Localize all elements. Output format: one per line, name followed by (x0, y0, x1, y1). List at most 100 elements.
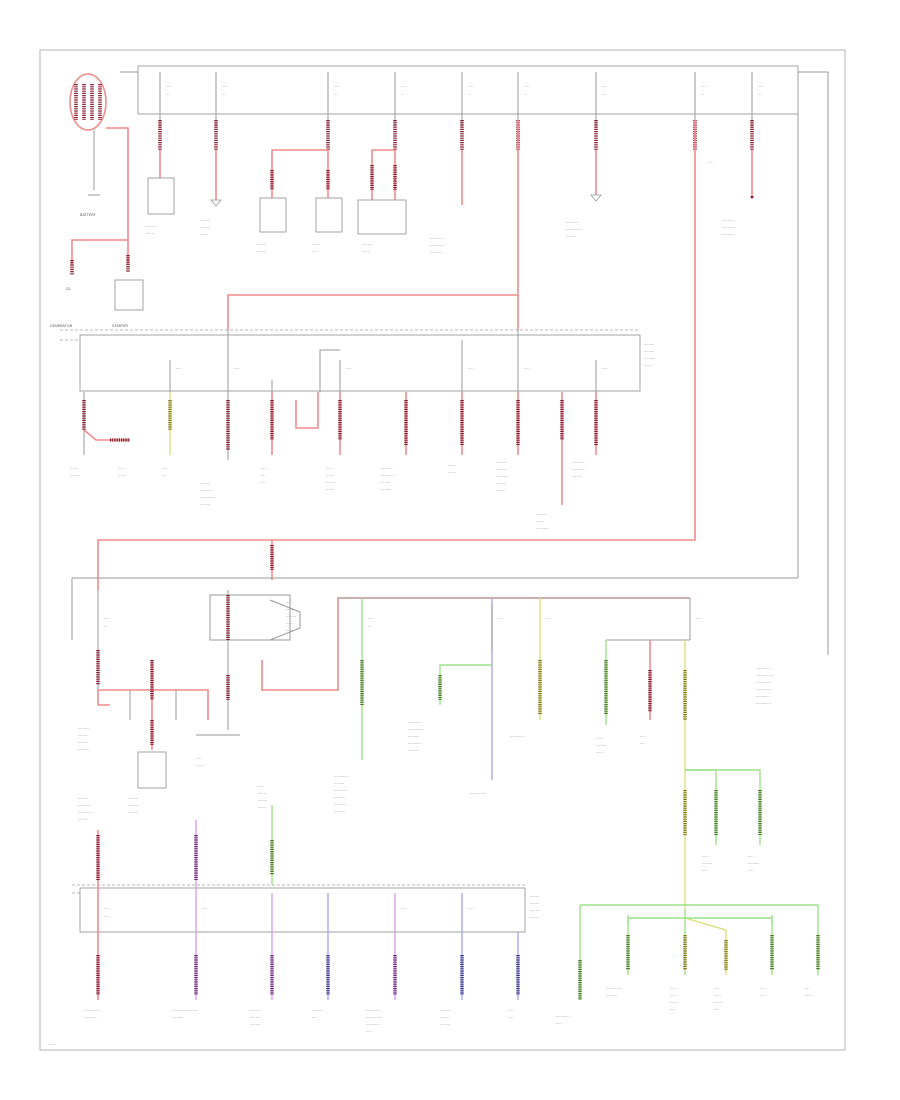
svg-text:····: ···· (640, 742, 645, 746)
svg-text:·······: ······· (258, 792, 266, 796)
svg-text:·········: ········· (334, 782, 344, 786)
diagram-frame (39, 49, 846, 1051)
svg-text:·······: ······· (146, 232, 154, 236)
svg-text:··············: ·············· (756, 688, 772, 692)
svg-text:·······: ······· (670, 1001, 678, 1005)
svg-text:·····: ····· (118, 467, 124, 471)
svg-text:··········: ·········· (362, 243, 373, 247)
svg-text:·····: ····· (368, 617, 374, 621)
svg-text:··········: ·········· (334, 810, 345, 814)
svg-text:···: ··· (602, 93, 605, 97)
svg-text:············: ············ (556, 1015, 570, 1019)
svg-text:······: ······ (260, 467, 267, 471)
svg-text:·············: ············· (510, 735, 525, 739)
svg-text:······: ······ (596, 737, 603, 741)
svg-text:··········: ·········· (312, 1009, 323, 1013)
svg-text:·····: ····· (670, 1008, 676, 1012)
svg-text:···········: ··········· (200, 489, 213, 493)
svg-text:·····: ····· (222, 85, 228, 89)
svg-text:···: ··· (401, 93, 404, 97)
svg-text:·····: ····· (162, 467, 168, 471)
svg-text:·········: ········· (78, 741, 88, 745)
svg-text:·········: ········· (286, 615, 296, 619)
svg-text:·····: ····· (714, 987, 720, 991)
svg-text:·····: ····· (508, 1016, 514, 1020)
svg-text:···············: ··············· (756, 674, 773, 678)
svg-text:···········: ··········· (380, 467, 393, 471)
svg-text:·······: ······· (258, 806, 266, 810)
svg-text:·····: ····· (760, 994, 766, 998)
svg-text:········: ········ (78, 818, 87, 822)
svg-text:·····: ····· (104, 907, 110, 911)
svg-text:·····: ····· (468, 85, 474, 89)
top-fuse-row: ········ ········ ········ ········ ····… (159, 72, 764, 128)
svg-text:·····: ····· (334, 85, 340, 89)
svg-text:·····: ····· (401, 85, 407, 89)
svg-text:·········: ········· (78, 797, 88, 801)
svg-text:·········: ········· (128, 811, 138, 815)
svg-text:··········: ·········· (496, 468, 507, 472)
svg-text:··········: ·········· (644, 357, 655, 361)
svg-text:·········: ········· (200, 503, 210, 507)
svg-text:·····: ····· (670, 987, 676, 991)
svg-text:·····: ····· (468, 367, 474, 371)
svg-text:·······: ······· (286, 629, 294, 633)
svg-text:············: ············ (408, 742, 422, 746)
svg-text:···········: ··········· (84, 1016, 97, 1020)
svg-text:·····: ····· (748, 855, 754, 859)
svg-text:··········: ·········· (172, 1016, 183, 1020)
svg-text:·······: ······· (644, 364, 652, 368)
svg-text:·········: ········· (128, 797, 138, 801)
svg-text:··········: ·········· (334, 796, 345, 800)
svg-text:·····: ····· (701, 85, 707, 89)
svg-text:··············: ·············· (606, 987, 622, 991)
svg-text:·····: ····· (556, 1022, 562, 1026)
svg-text:·····: ····· (260, 481, 266, 485)
svg-text:·········: ········· (530, 909, 540, 913)
svg-text:·····: ····· (640, 735, 646, 739)
svg-text:·····: ····· (260, 474, 266, 478)
svg-text:············: ············ (722, 226, 736, 230)
svg-text:·····: ····· (524, 85, 530, 89)
svg-text:·········: ········· (530, 895, 540, 899)
svg-text:········: ········ (572, 475, 581, 479)
svg-text:·······: ······· (326, 488, 334, 492)
svg-text:·····: ····· (602, 367, 608, 371)
battery: BATTERY (69, 73, 107, 217)
svg-text:······: ······ (286, 622, 293, 626)
svg-text:······: ······ (702, 855, 709, 859)
svg-text:·············: ············· (756, 702, 771, 706)
generator-label: GENERATOR (50, 324, 73, 328)
svg-text:·········: ········· (146, 225, 156, 229)
svg-text:············: ············ (366, 1023, 380, 1027)
svg-text:··········: ·········· (440, 1009, 451, 1013)
svg-text:·····: ····· (498, 617, 504, 621)
svg-text:··········: ·········· (748, 862, 759, 866)
svg-text:···········: ··········· (572, 461, 585, 465)
svg-text:·······: ······· (70, 467, 78, 471)
svg-text:··············: ·············· (84, 1009, 100, 1013)
svg-text:············: ············ (408, 721, 422, 725)
svg-text:·······: ······· (362, 250, 370, 254)
svg-text:···········: ··········· (536, 527, 549, 531)
svg-text:······: ······ (448, 464, 455, 468)
svg-text:········: ········ (530, 916, 539, 920)
svg-text:··········: ·········· (408, 749, 419, 753)
svg-text:·····: ····· (401, 907, 407, 911)
starter-label: STARTER (112, 324, 128, 328)
svg-text:·····: ····· (202, 907, 208, 911)
svg-text:·····: ····· (176, 367, 182, 371)
svg-text:·······: ······· (448, 471, 456, 475)
svg-text:·········: ········· (250, 1023, 260, 1027)
svg-text:···: ··· (701, 93, 704, 97)
svg-text:·····: ····· (748, 869, 754, 873)
svg-text:·············: ············· (408, 728, 423, 732)
svg-text:··········: ·········· (78, 727, 89, 731)
svg-text:·····: ····· (524, 367, 530, 371)
svg-text:···: ··· (468, 93, 471, 97)
svg-text:·············: ············· (380, 474, 395, 478)
svg-text:·····: ····· (312, 1016, 318, 1020)
svg-text:·········: ········· (200, 219, 210, 223)
svg-text:·······: ······· (804, 994, 812, 998)
svg-text:·············: ············· (430, 237, 445, 241)
